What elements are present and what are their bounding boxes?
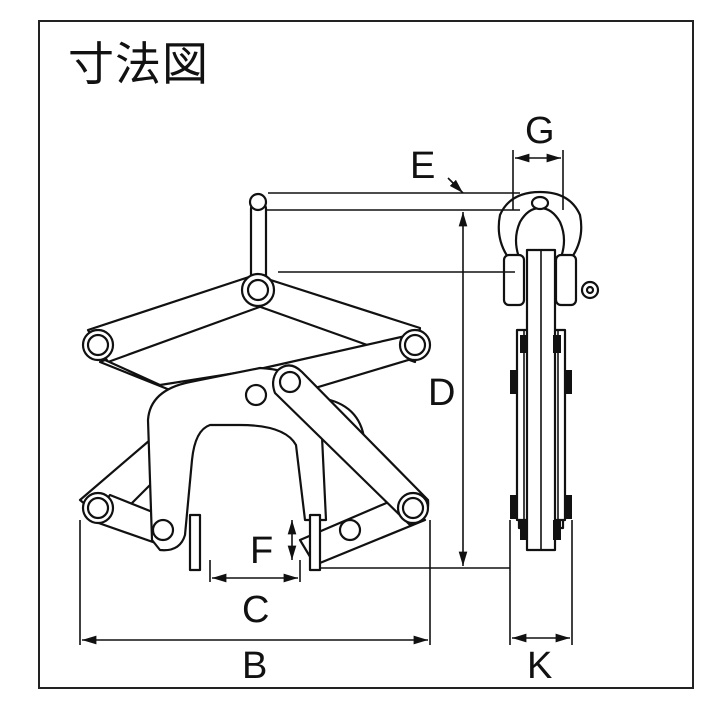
lifting-eye-top bbox=[248, 192, 268, 212]
dimension-labels: E G D F C B K bbox=[242, 110, 555, 687]
label-C: C bbox=[242, 589, 269, 631]
label-B: B bbox=[242, 645, 267, 687]
jaw-pad-right bbox=[308, 513, 322, 572]
pivot-pin bbox=[403, 333, 427, 357]
label-K: K bbox=[527, 645, 552, 687]
pivot-pin bbox=[86, 333, 110, 357]
upper-left-arm bbox=[86, 273, 267, 364]
label-D: D bbox=[428, 372, 455, 414]
jaw-pad-left bbox=[188, 513, 202, 572]
jaw-body bbox=[146, 366, 328, 552]
diagram-title: 寸法図 bbox=[68, 37, 209, 91]
clamp-front-view bbox=[78, 192, 432, 572]
diagram-frame bbox=[38, 20, 694, 689]
dimension-lines bbox=[79, 150, 573, 645]
label-G: G bbox=[525, 110, 555, 152]
clamp-side-view bbox=[497, 190, 600, 552]
label-E: E bbox=[410, 145, 435, 187]
center-pin bbox=[244, 383, 268, 407]
label-F: F bbox=[250, 530, 273, 572]
